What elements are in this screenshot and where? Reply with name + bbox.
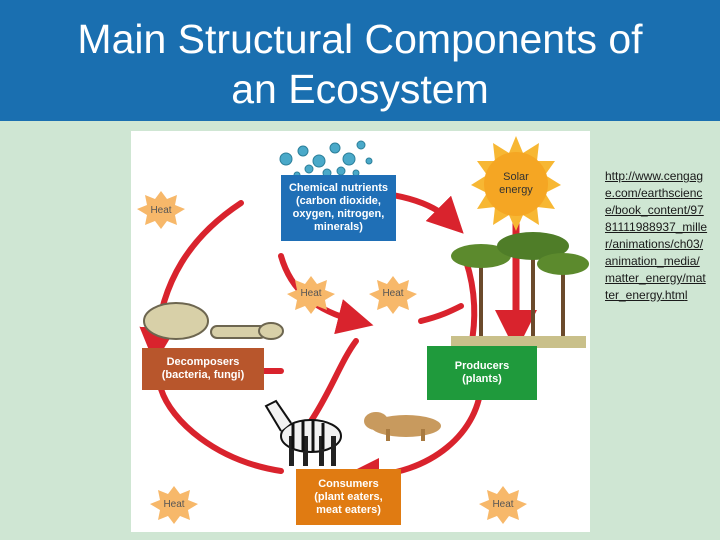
- chemical-nutrients-box: Chemical nutrients (carbon dioxide, oxyg…: [281, 175, 396, 241]
- heat-label-bottom-left: Heat: [163, 499, 185, 510]
- diagram-graphics: [137, 136, 589, 524]
- sun-icon: [471, 136, 561, 231]
- title-line-1: Main Structural Components of: [77, 16, 643, 62]
- chemical-line-4: minerals): [314, 221, 363, 233]
- producers-box: Producers (plants): [427, 346, 537, 400]
- animation-link-tail: l: [684, 288, 688, 302]
- decomposers-line-1: Decomposers: [166, 356, 240, 368]
- producers-line-1: Producers: [454, 360, 510, 372]
- consumers-line-2: (plant eaters,: [314, 490, 383, 503]
- chemical-line-1: Chemical nutrients: [288, 182, 389, 194]
- solar-line-2: energy: [499, 184, 533, 196]
- title-line-2: an Ecosystem: [231, 66, 489, 112]
- decomposers-box: Decomposers (bacteria, fungi): [142, 348, 264, 390]
- chemical-line-3: oxygen, nitrogen,: [292, 208, 385, 220]
- producers-line-2: (plants): [462, 373, 502, 385]
- consumers-line-3: meat eaters): [316, 503, 381, 516]
- consumers-box: Consumers (plant eaters, meat eaters): [296, 469, 401, 525]
- heat-star-icon: [137, 191, 527, 524]
- zebra-illustration: [264, 399, 342, 466]
- heat-label-center-left: Heat: [300, 288, 322, 299]
- nutrient-bubbles: [279, 140, 373, 179]
- title-bar: [0, 0, 720, 121]
- solar-line-1: Solar: [503, 171, 529, 183]
- heat-label-center-right: Heat: [382, 288, 404, 299]
- decomposers-line-2: (bacteria, fungi): [161, 369, 245, 381]
- animation-link[interactable]: http://www.cengage.com/earthscience/book…: [605, 168, 709, 304]
- heat-label-bottom-right: Heat: [492, 499, 514, 510]
- lioness-illustration: [364, 412, 441, 441]
- heat-label-top-left: Heat: [150, 205, 172, 216]
- trees-illustration: [451, 232, 589, 348]
- ecosystem-diagram: Chemical nutrients (carbon dioxide, oxyg…: [131, 131, 590, 532]
- solar-energy-label: Solar energy: [496, 171, 536, 197]
- consumers-line-1: Consumers: [318, 477, 379, 490]
- skeleton-illustration: [143, 302, 284, 340]
- chemical-line-2: (carbon dioxide,: [296, 195, 381, 207]
- animation-link-url[interactable]: http://www.cengage.com/earthscience/book…: [605, 169, 708, 302]
- slide-title: Main Structural Components of an Ecosyst…: [0, 14, 720, 114]
